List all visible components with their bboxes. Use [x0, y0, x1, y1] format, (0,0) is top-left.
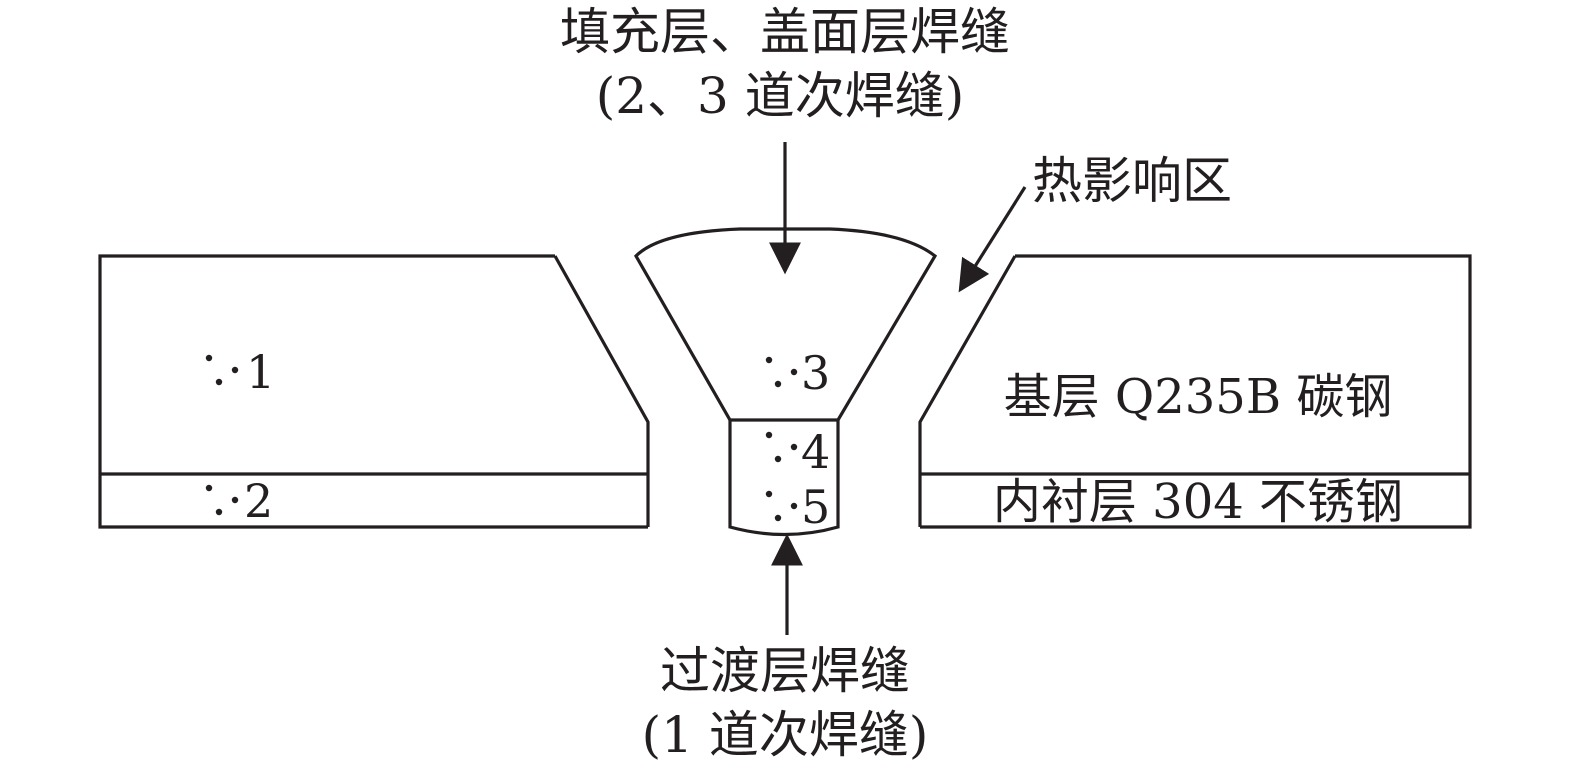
- haz-right-boundary: [918, 255, 1017, 527]
- point-marker-dot: [790, 368, 798, 376]
- point-marker-dot: [774, 380, 782, 388]
- point-marker-dot: [765, 490, 773, 498]
- haz-left-boundary: [553, 255, 650, 527]
- fill-cap-weld-outline: [634, 227, 938, 422]
- point-marker-dot: [790, 502, 798, 510]
- point-marker-dot: [215, 378, 223, 386]
- fill-cap-weld-label: 填充层、盖面层焊缝: [560, 3, 1010, 61]
- point-marker-dot: [774, 455, 782, 463]
- point-marker-dot: [215, 508, 223, 516]
- liner-layer-label: 内衬层 304 不锈钢: [993, 474, 1403, 530]
- haz-arrow: [958, 186, 1027, 293]
- point-marker-dot: [765, 356, 773, 364]
- point-marker-dot: [205, 354, 213, 362]
- haz-label: 热影响区: [1032, 152, 1232, 210]
- measurement-point-1: 1: [205, 345, 275, 399]
- measurement-point-3: 3: [765, 346, 830, 400]
- point-number: 2: [244, 474, 273, 528]
- point-number: 5: [801, 480, 830, 534]
- point-number: 3: [801, 346, 830, 400]
- point-number: 4: [801, 425, 830, 479]
- point-marker-dot: [205, 484, 213, 492]
- point-marker-dot: [774, 514, 782, 522]
- fill-cap-weld-passes-label: (2、3 道次焊缝): [596, 67, 965, 125]
- left-plate-outline: [98, 254, 648, 529]
- measurement-point-5: 5: [765, 480, 830, 534]
- point-marker-dot: [790, 443, 798, 451]
- transition-weld-label: 过渡层焊缝: [660, 642, 910, 700]
- point-number: 1: [246, 345, 275, 399]
- right-plate-outline: [920, 254, 1472, 529]
- point-marker-dot: [231, 496, 239, 504]
- base-layer-label: 基层 Q235B 碳钢: [1004, 369, 1393, 425]
- measurement-point-2: 2: [205, 474, 273, 528]
- measurement-point-4: 4: [765, 425, 830, 479]
- point-marker-dot: [231, 366, 239, 374]
- transition-weld-passes-label: (1 道次焊缝): [642, 706, 929, 764]
- point-marker-dot: [765, 431, 773, 439]
